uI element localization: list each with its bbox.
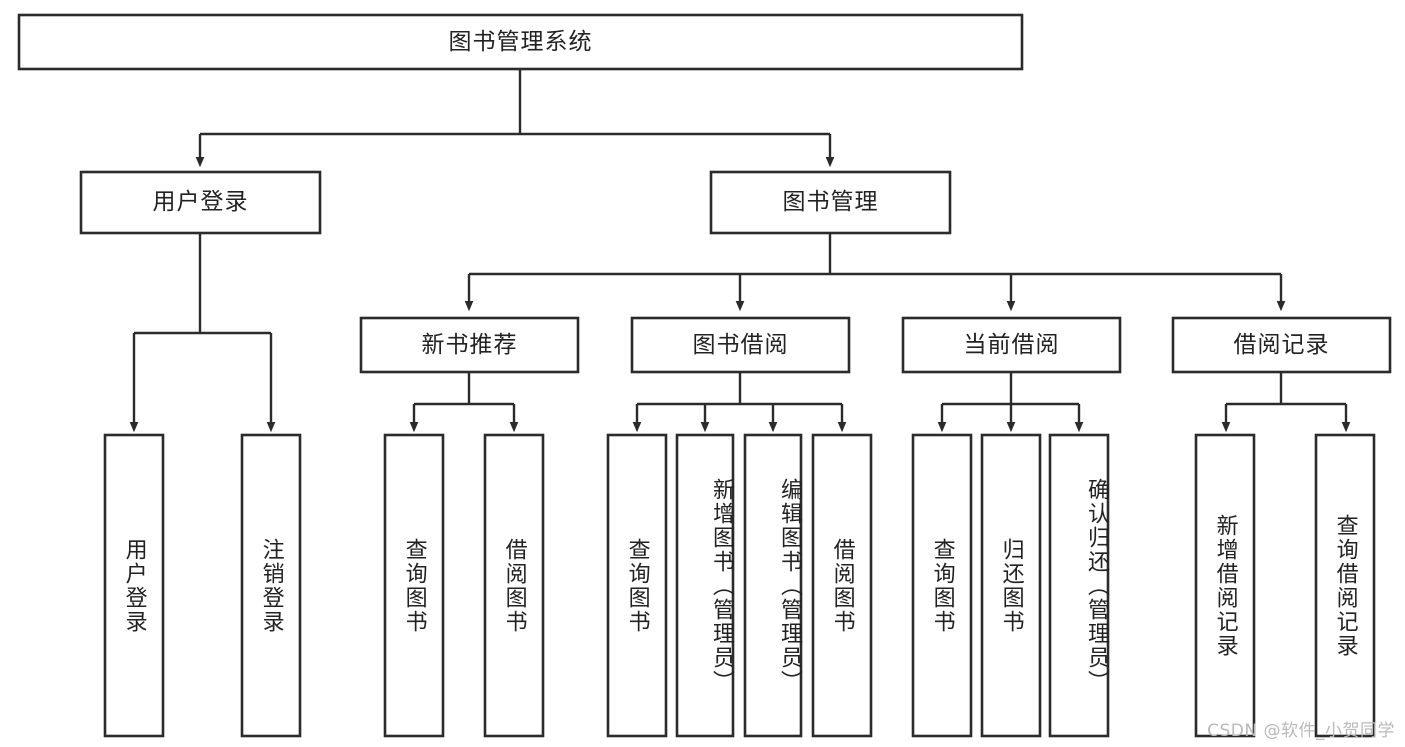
node-current-borrow[interactable] (901, 316, 1122, 374)
node-leaf-current-2[interactable] (980, 433, 1042, 738)
node-leaf-record-1[interactable] (1194, 433, 1256, 738)
connector-borrow-to-leaves (632, 372, 847, 433)
connector-record-to-leaves (1221, 372, 1351, 433)
connector-current-to-leaves (937, 372, 1084, 433)
node-leaf-current-1[interactable] (911, 433, 973, 738)
node-leaf-user-login-1[interactable] (103, 433, 165, 738)
node-book-management[interactable] (709, 170, 952, 235)
node-leaf-user-login-2[interactable] (240, 433, 302, 738)
connector-userlogin-to-leaves (129, 233, 276, 433)
node-leaf-borrow-2[interactable] (675, 433, 735, 738)
node-book-borrow[interactable] (630, 316, 851, 374)
node-leaf-newbook-1[interactable] (383, 433, 445, 738)
node-leaf-borrow-4[interactable] (811, 433, 873, 738)
node-leaf-record-2[interactable] (1314, 433, 1376, 738)
node-leaf-current-3[interactable] (1048, 433, 1110, 738)
connector-bookmgmt-to-level2 (464, 233, 1286, 312)
node-borrow-record[interactable] (1171, 316, 1392, 374)
connector-root-to-level1 (195, 69, 835, 168)
node-user-login[interactable] (79, 170, 322, 235)
connector-newbook-to-leaves (409, 372, 519, 433)
node-root[interactable] (17, 13, 1024, 71)
node-leaf-borrow-3[interactable] (743, 433, 803, 738)
node-new-book-recommend[interactable] (359, 316, 580, 374)
node-leaf-newbook-2[interactable] (483, 433, 545, 738)
node-leaf-borrow-1[interactable] (606, 433, 668, 738)
